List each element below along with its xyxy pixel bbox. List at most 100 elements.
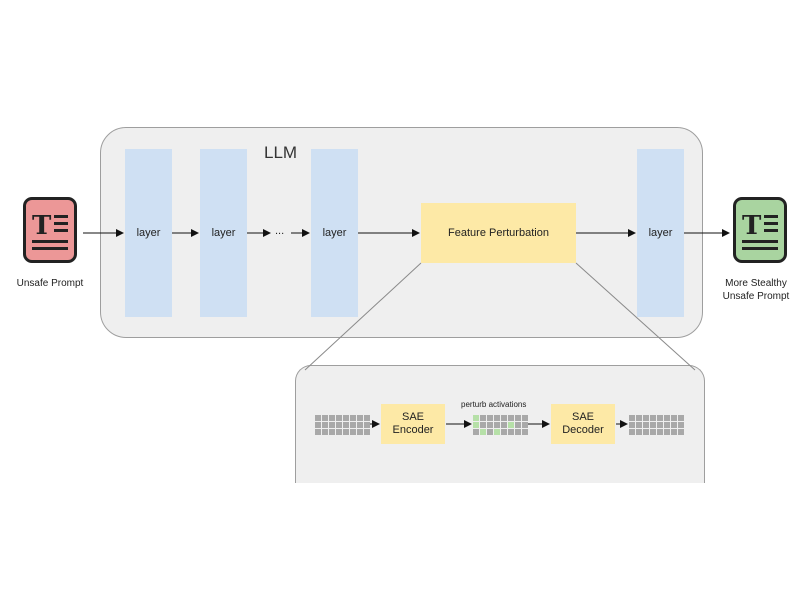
activation-cell xyxy=(678,429,684,435)
output-caption: More Stealthy Unsafe Prompt xyxy=(712,277,800,303)
activation-cell xyxy=(357,429,363,435)
activation-cell xyxy=(636,422,642,428)
sae-encoder-block: SAE Encoder xyxy=(381,404,445,444)
activation-cell xyxy=(643,415,649,421)
activation-cell xyxy=(650,422,656,428)
activation-cell xyxy=(657,429,663,435)
activation-cell xyxy=(473,429,479,435)
activation-cell xyxy=(329,415,335,421)
activation-cell xyxy=(329,422,335,428)
activation-cell xyxy=(671,429,677,435)
document-icon: T xyxy=(733,197,787,263)
activation-cell xyxy=(494,429,500,435)
activation-cell xyxy=(643,422,649,428)
layer-ellipsis: ... xyxy=(275,225,285,237)
activation-cell xyxy=(343,415,349,421)
layer-block: layer xyxy=(125,149,172,317)
activation-cell xyxy=(494,422,500,428)
activation-cell xyxy=(650,429,656,435)
output-caption-line2: Unsafe Prompt xyxy=(722,291,790,302)
layer-label: layer xyxy=(648,227,673,239)
activation-cell xyxy=(678,415,684,421)
activation-cell xyxy=(480,429,486,435)
activation-cell xyxy=(671,415,677,421)
activation-cell xyxy=(473,422,479,428)
activation-cell xyxy=(322,429,328,435)
activation-cell xyxy=(350,429,356,435)
activation-cell xyxy=(357,422,363,428)
activation-cell xyxy=(657,422,663,428)
activation-cell xyxy=(657,415,663,421)
activation-cell xyxy=(364,415,370,421)
activation-cell xyxy=(515,422,521,428)
activation-cell xyxy=(501,429,507,435)
layer-label: layer xyxy=(322,227,347,239)
activation-cell xyxy=(515,415,521,421)
feature-perturbation-block: Feature Perturbation xyxy=(421,203,576,263)
layer-block: layer xyxy=(637,149,684,317)
activation-cell xyxy=(629,415,635,421)
activation-cell xyxy=(315,415,321,421)
text-document-glyph: T xyxy=(32,211,68,250)
zoom-line-right xyxy=(575,262,696,371)
input-activation-grid xyxy=(315,415,370,435)
activation-cell xyxy=(364,429,370,435)
activation-cell xyxy=(343,429,349,435)
activation-cell xyxy=(664,429,670,435)
activation-cell xyxy=(315,422,321,428)
activation-cell xyxy=(629,422,635,428)
activation-cell xyxy=(336,415,342,421)
activation-cell xyxy=(515,429,521,435)
text-document-glyph: T xyxy=(742,211,778,250)
activation-cell xyxy=(678,422,684,428)
activation-cell xyxy=(473,415,479,421)
layer-block: layer xyxy=(311,149,358,317)
activation-cell xyxy=(643,429,649,435)
svg-text:T: T xyxy=(742,211,762,241)
feature-perturbation-label: Feature Perturbation xyxy=(448,227,549,239)
activation-cell xyxy=(487,429,493,435)
activation-cell xyxy=(336,422,342,428)
activation-cell xyxy=(494,415,500,421)
activation-cell xyxy=(664,422,670,428)
activation-cell xyxy=(357,415,363,421)
activation-cell xyxy=(508,422,514,428)
sae-decoder-block: SAE Decoder xyxy=(551,404,615,444)
layer-label: layer xyxy=(211,227,236,239)
activation-cell xyxy=(664,415,670,421)
activation-cell xyxy=(329,429,335,435)
svg-text:T: T xyxy=(32,211,52,241)
activation-cell xyxy=(522,429,528,435)
activation-cell xyxy=(501,415,507,421)
sae-encoder-line1: SAE xyxy=(401,411,424,423)
activation-cell xyxy=(487,415,493,421)
sae-encoder-line2: Encoder xyxy=(392,424,434,436)
layer-label: layer xyxy=(136,227,161,239)
sae-decoder-line1: SAE xyxy=(571,411,594,423)
activation-cell xyxy=(343,422,349,428)
activation-cell xyxy=(671,422,677,428)
activation-cell xyxy=(636,415,642,421)
activation-cell xyxy=(636,429,642,435)
activation-cell xyxy=(322,415,328,421)
layer-block: layer xyxy=(200,149,247,317)
activation-cell xyxy=(508,429,514,435)
activation-cell xyxy=(480,415,486,421)
activation-cell xyxy=(629,429,635,435)
activation-cell xyxy=(350,422,356,428)
sae-decoder-line2: Decoder xyxy=(562,424,604,436)
output-activation-grid xyxy=(629,415,684,435)
perturbed-activation-grid xyxy=(473,415,528,435)
zoom-line-left xyxy=(304,262,422,371)
document-icon: T xyxy=(23,197,77,263)
activation-cell xyxy=(350,415,356,421)
activation-cell xyxy=(480,422,486,428)
activation-cell xyxy=(336,429,342,435)
output-caption-line1: More Stealthy xyxy=(725,278,787,289)
activation-cell xyxy=(650,415,656,421)
activation-cell xyxy=(522,422,528,428)
activation-cell xyxy=(501,422,507,428)
activation-cell xyxy=(487,422,493,428)
activation-cell xyxy=(508,415,514,421)
